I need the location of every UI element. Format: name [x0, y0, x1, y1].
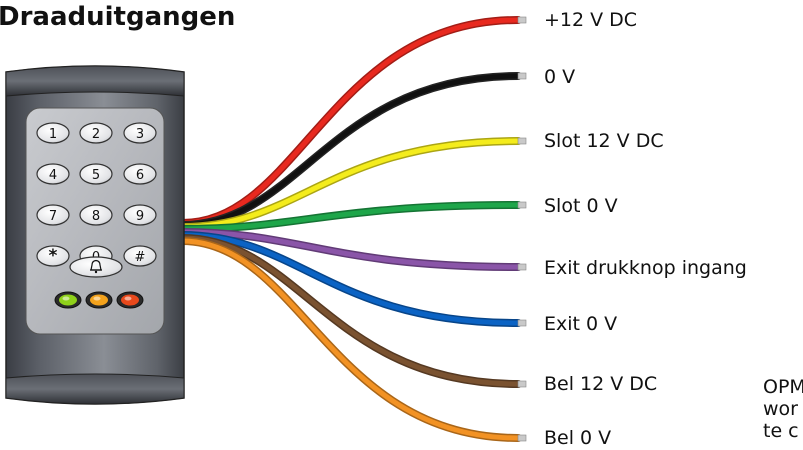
wire-label: +12 V DC	[544, 9, 638, 31]
wires-group	[178, 16, 527, 442]
wire	[178, 201, 527, 233]
keypad-key: 8	[79, 204, 113, 226]
wire	[178, 228, 527, 271]
wire	[178, 137, 527, 231]
keypad-bottom-cap	[5, 373, 185, 405]
key-label: 9	[136, 209, 144, 224]
wire-label: Slot 12 V DC	[544, 130, 664, 152]
key-label: 3	[136, 127, 144, 142]
keypad-key: *	[36, 245, 70, 267]
note-line: wor	[763, 398, 798, 420]
keypad-key: 3	[123, 122, 157, 144]
keypad-key: 7	[36, 204, 70, 226]
key-label: 6	[136, 168, 144, 183]
wire-label: Slot 0 V	[544, 195, 618, 217]
led-indicator	[85, 291, 113, 309]
key-label: #	[135, 250, 146, 265]
key-label: 4	[49, 168, 57, 183]
wire	[178, 237, 527, 442]
keypad-top-cap	[5, 65, 185, 97]
status-leds	[54, 291, 144, 309]
keypad-key: 2	[79, 122, 113, 144]
bell-icon	[90, 259, 102, 274]
wire	[178, 231, 527, 327]
wire-label: Exit drukknop ingang	[544, 257, 747, 279]
key-label: 5	[92, 168, 100, 183]
keypad-key: #	[123, 245, 157, 267]
keypad-key: 6	[123, 163, 157, 185]
bell-button	[69, 256, 123, 278]
keypad-key: 5	[79, 163, 113, 185]
key-label: *	[49, 246, 58, 266]
wire	[178, 72, 527, 229]
key-label: 1	[49, 127, 57, 142]
wire	[178, 234, 527, 388]
keypad-key: 1	[36, 122, 70, 144]
key-label: 8	[92, 209, 100, 224]
note-line: te c	[763, 420, 799, 442]
key-label: 2	[92, 127, 100, 142]
note-text: OPM wor te c	[763, 376, 803, 442]
page-title: Draaduitgangen	[0, 2, 236, 32]
wire-label: Exit 0 V	[544, 313, 618, 335]
led-indicator	[54, 291, 82, 309]
key-label: 7	[49, 209, 57, 224]
keypad-key: 9	[123, 204, 157, 226]
wire-label: Bel 12 V DC	[544, 373, 658, 395]
wire-label: Bel 0 V	[544, 427, 612, 449]
wire	[178, 16, 527, 227]
wire-label: 0 V	[544, 66, 576, 88]
note-line: OPM	[763, 376, 803, 398]
led-indicator	[116, 291, 144, 309]
keypad-key: 4	[36, 163, 70, 185]
